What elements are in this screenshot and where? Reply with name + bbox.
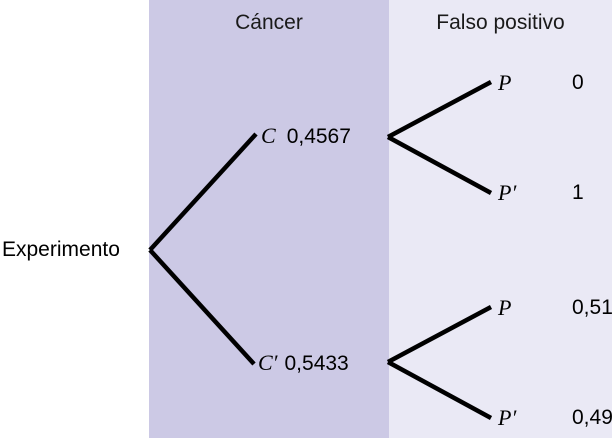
node-c-prime: C′ 0,5433 xyxy=(258,350,349,376)
leaf-c-p-symbol: P xyxy=(498,70,512,95)
leaf-c-pprime-symbol: P′ xyxy=(498,180,517,205)
node-c-probability: 0,4567 xyxy=(286,125,351,148)
leaf-node-cprime-pprime: P′ 0,49 xyxy=(498,405,612,431)
column-band-falso-positivo xyxy=(389,0,612,438)
branch-cprime-to-p xyxy=(386,305,493,364)
branch-root-to-cprime xyxy=(148,248,256,366)
node-c: C 0,4567 xyxy=(261,123,351,149)
column-header-cancer: Cáncer xyxy=(235,11,303,34)
leaf-node-c-pprime: P′ 1 xyxy=(498,180,584,206)
node-c-prime-probability: 0,5433 xyxy=(284,352,349,375)
column-header-falso-positivo: Falso positivo xyxy=(436,11,565,34)
column-band-cancer xyxy=(149,0,389,438)
node-c-prime-symbol: C′ xyxy=(258,350,278,375)
root-node-label: Experimento xyxy=(2,238,120,261)
branch-root-to-c xyxy=(148,132,258,252)
leaf-cprime-pprime-symbol: P′ xyxy=(498,405,517,430)
leaf-c-p-probability: 0 xyxy=(572,71,584,94)
branch-c-to-p xyxy=(386,80,493,139)
node-c-symbol: C xyxy=(261,123,276,148)
leaf-c-pprime-probability: 1 xyxy=(572,181,584,204)
leaf-cprime-p-probability: 0,51 xyxy=(572,296,612,319)
leaf-cprime-p-symbol: P xyxy=(498,295,512,320)
branch-c-to-pprime xyxy=(386,135,493,195)
leaf-cprime-pprime-probability: 0,49 xyxy=(572,406,612,429)
branch-cprime-to-pprime xyxy=(386,360,493,420)
leaf-node-cprime-p: P 0,51 xyxy=(498,295,612,321)
